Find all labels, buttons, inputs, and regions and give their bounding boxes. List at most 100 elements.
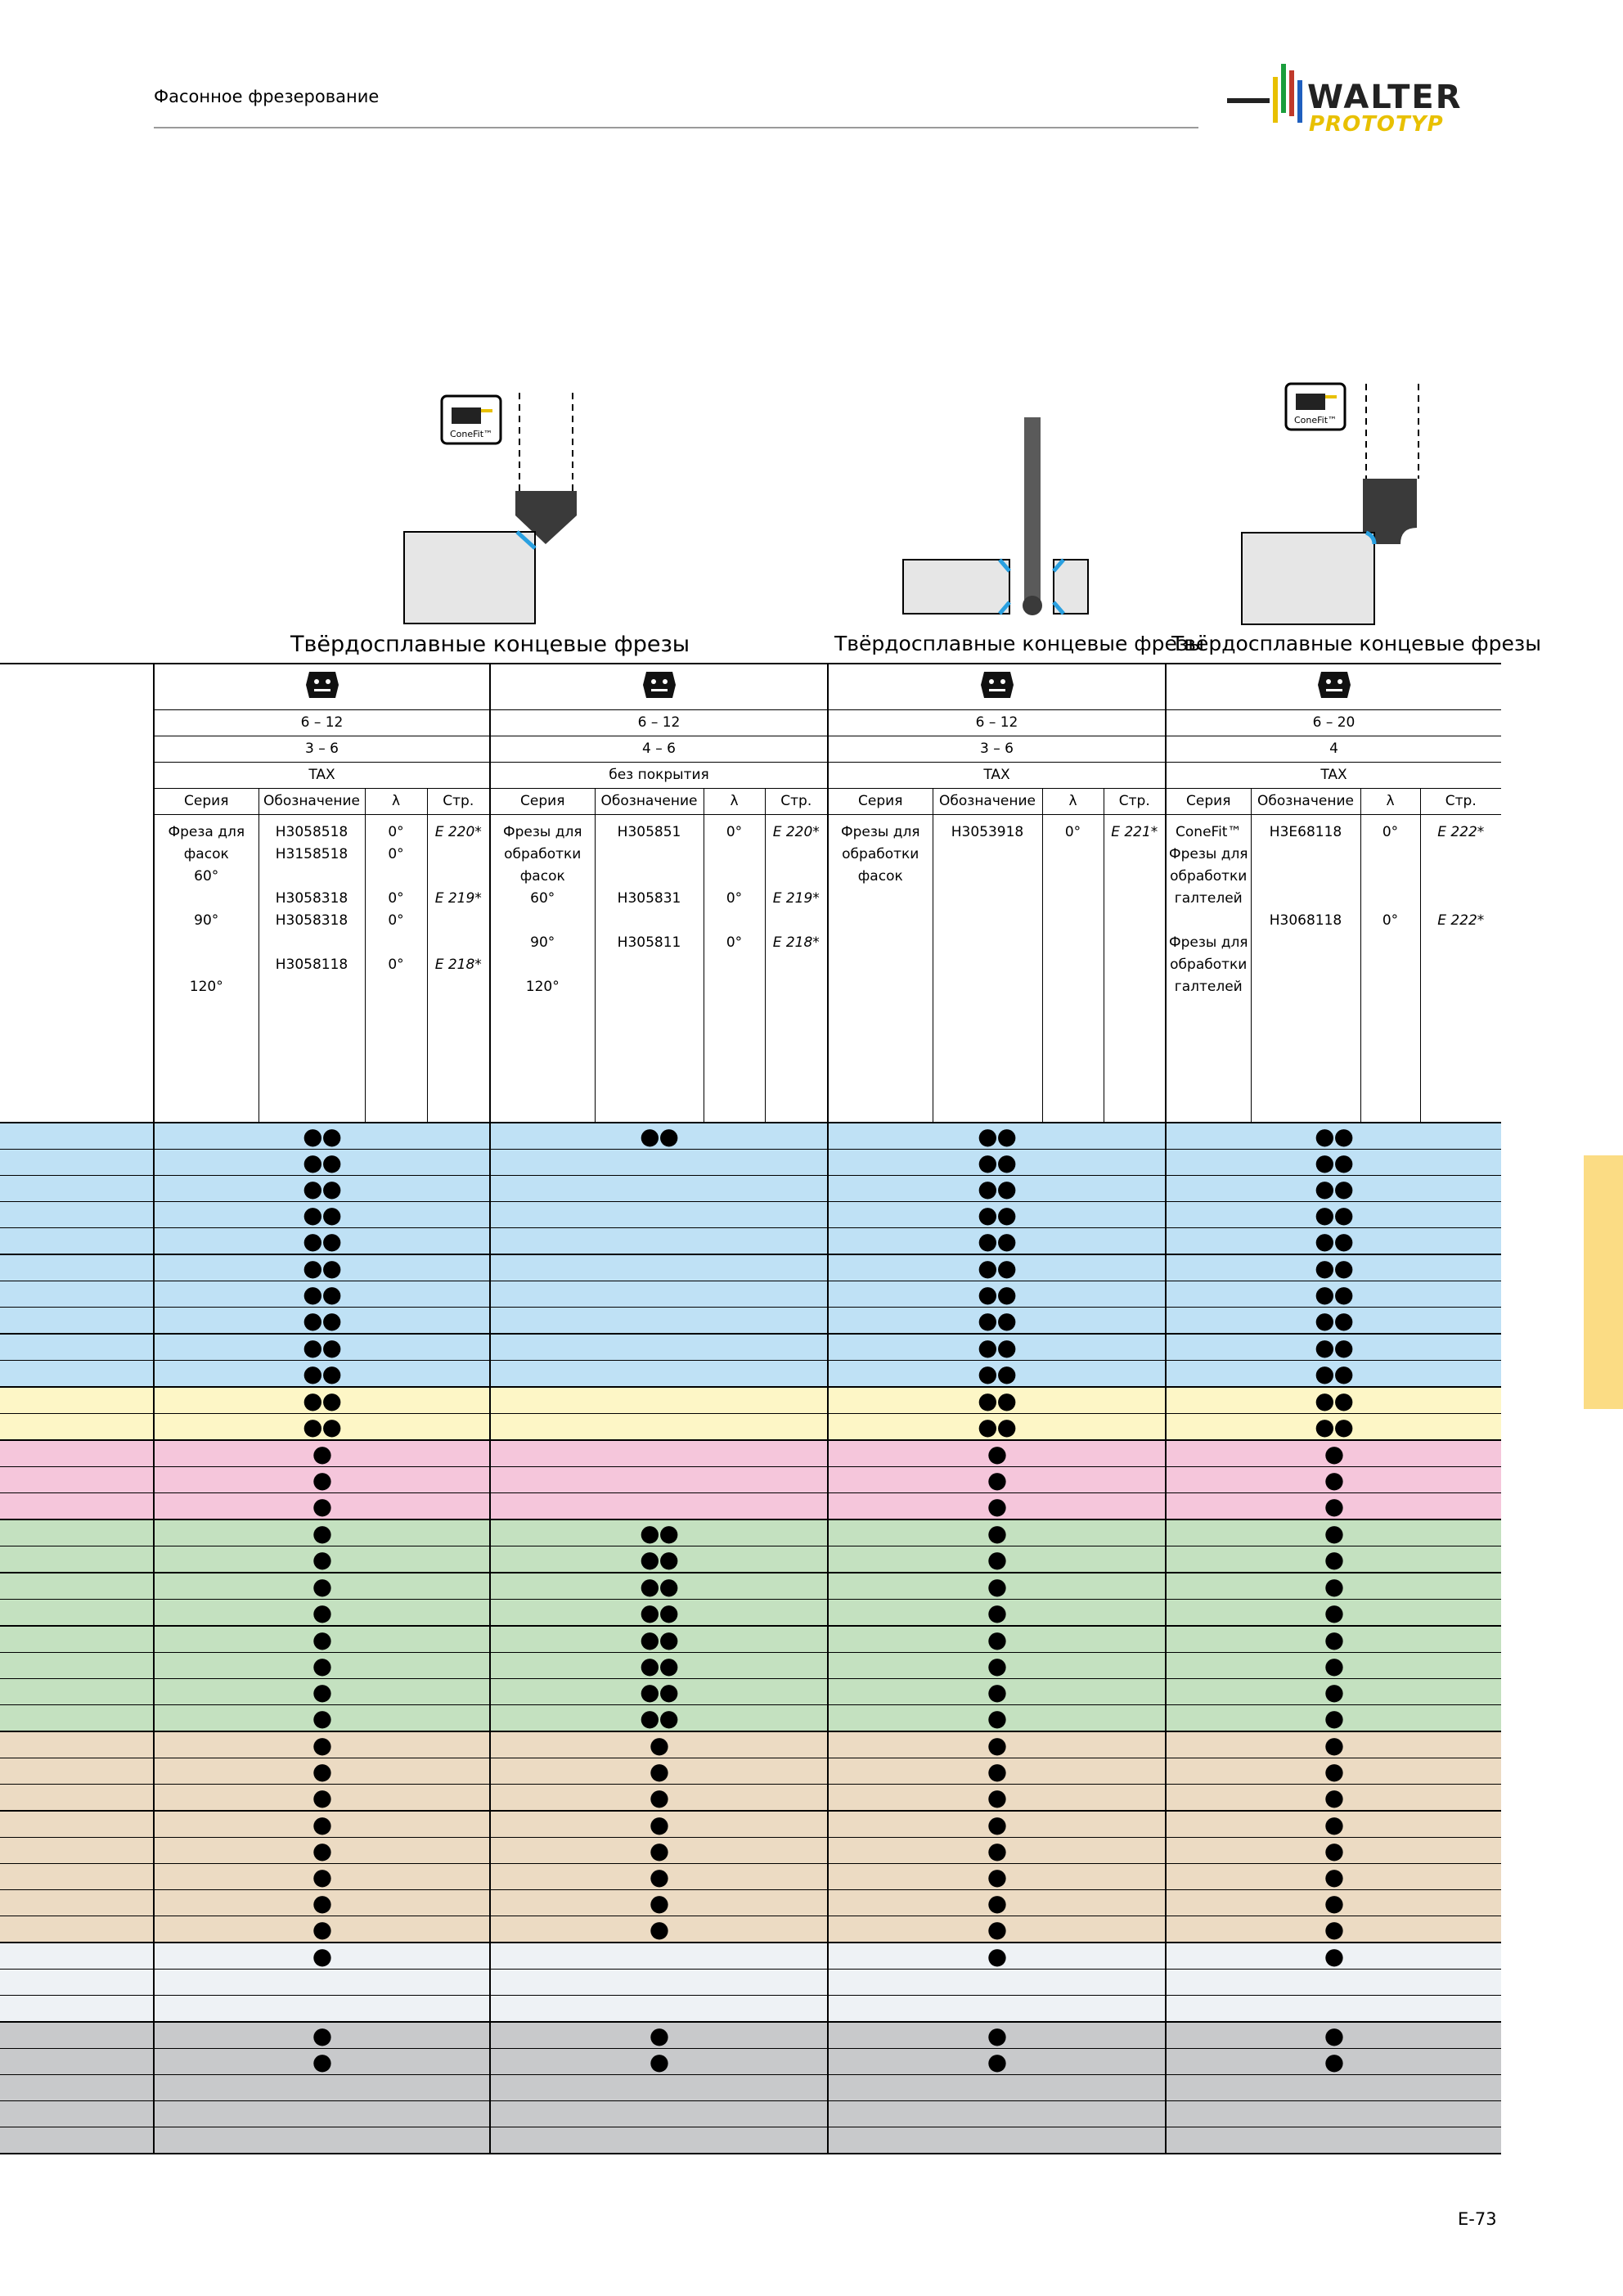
material-suitability-rows: ●●●●●●●●●●●●●●●●●●●●●●●●●●●●●●●●●●●●●●●●… — [0, 1122, 1501, 2154]
material-row-label — [0, 1360, 155, 1388]
material-row-label — [0, 1227, 155, 1255]
material-row: ●●●●● — [0, 1625, 1501, 1653]
coating-3: TAX — [828, 762, 1167, 789]
material-row-label — [0, 1731, 155, 1758]
suitability-mark: ● — [154, 1916, 491, 1943]
suitability-mark: ● — [490, 1863, 829, 1890]
suitability-mark: ● — [828, 1546, 1167, 1573]
suitability-mark: ●● — [154, 1413, 491, 1441]
tool-designation-4: H3E68118 H3068118 — [1251, 814, 1361, 1123]
suitability-mark: ● — [1166, 1810, 1501, 1838]
material-row: ●●● — [0, 1942, 1501, 1970]
suitability-mark: ● — [828, 1439, 1167, 1467]
suitability-mark — [828, 2127, 1167, 2154]
material-row-label — [0, 2021, 155, 2049]
suitability-mark — [1166, 1969, 1501, 1996]
corner-radius-mill-icon: ConeFit™ — [1241, 382, 1419, 625]
header-lambda: λ — [704, 788, 766, 815]
material-row: ●●●● — [0, 1758, 1501, 1785]
material-row-label — [0, 1333, 155, 1361]
suitability-mark — [828, 1995, 1167, 2023]
tool-series-1: Фреза для фасок 60° 90° 120° — [154, 814, 259, 1123]
suitability-mark — [1166, 1995, 1501, 2023]
teeth-count-3: 3 – 6 — [828, 736, 1167, 763]
column-title-2: Твёрдосплавные концевые фрезы — [834, 632, 1204, 655]
material-row-label — [0, 1307, 155, 1335]
suitability-mark: ● — [1166, 2048, 1501, 2075]
material-row: ●●●●●● — [0, 1227, 1501, 1255]
material-row: ●●●●●● — [0, 1149, 1501, 1176]
suitability-mark: ●● — [828, 1227, 1167, 1255]
suitability-mark: ●● — [828, 1307, 1167, 1335]
material-row — [0, 2100, 1501, 2127]
suitability-mark: ● — [154, 1625, 491, 1653]
suitability-mark: ●● — [1166, 1333, 1501, 1361]
suitability-mark: ● — [490, 1837, 829, 1864]
tool-selection-table: 6 – 12 6 – 12 6 – 12 6 – 20 3 – 6 4 – 6 … — [0, 663, 1501, 2154]
material-row: ●●●●●● — [0, 1333, 1501, 1361]
material-row-label — [0, 2074, 155, 2101]
suitability-mark: ●● — [828, 1175, 1167, 1202]
suitability-mark — [154, 2127, 491, 2154]
suitability-mark: ● — [1166, 1704, 1501, 1732]
suitability-mark: ● — [828, 1704, 1167, 1732]
header-page: Стр. — [1104, 788, 1167, 815]
suitability-mark: ● — [490, 1784, 829, 1812]
suitability-mark: ● — [828, 1466, 1167, 1493]
suitability-mark — [490, 2100, 829, 2127]
header-series: Серия — [1166, 788, 1252, 815]
suitability-mark — [490, 2074, 829, 2101]
suitability-mark — [828, 1969, 1167, 1996]
suitability-mark — [490, 1995, 829, 2023]
suitability-mark: ●● — [1166, 1360, 1501, 1388]
material-row: ●●●● — [0, 2021, 1501, 2049]
material-row-label — [0, 1784, 155, 1812]
suitability-mark: ● — [154, 1837, 491, 1864]
suitability-mark: ● — [154, 1546, 491, 1573]
material-row: ●●●● — [0, 1731, 1501, 1758]
suitability-mark — [828, 2074, 1167, 2101]
suitability-mark: ● — [828, 1810, 1167, 1838]
suitability-mark — [490, 1307, 829, 1335]
material-row-label — [0, 1863, 155, 1890]
suitability-mark: ● — [828, 1572, 1167, 1600]
suitability-mark — [490, 1466, 829, 1493]
suitability-mark — [154, 2074, 491, 2101]
suitability-mark: ● — [1166, 1889, 1501, 1916]
header-page: Стр. — [1420, 788, 1501, 815]
header-lambda: λ — [365, 788, 428, 815]
material-row: ●●●● — [0, 1863, 1501, 1890]
suitability-mark: ●● — [490, 1122, 829, 1150]
suitability-mark: ●● — [490, 1652, 829, 1679]
diameter-range-4: 6 – 20 — [1166, 709, 1501, 736]
material-row-label — [0, 1519, 155, 1546]
suitability-mark: ●● — [1166, 1413, 1501, 1441]
material-row: ●●● — [0, 1466, 1501, 1493]
suitability-mark: ●● — [154, 1307, 491, 1335]
suitability-mark — [828, 2100, 1167, 2127]
suitability-mark — [490, 1360, 829, 1388]
suitability-mark: ● — [154, 1758, 491, 1785]
suitability-mark: ● — [490, 1758, 829, 1785]
suitability-mark — [490, 1413, 829, 1441]
tool-page-ref-1: E 220* E 219* E 218* — [427, 814, 491, 1123]
material-row: ●●●● — [0, 1810, 1501, 1838]
suitability-mark: ● — [1166, 1599, 1501, 1627]
suitability-mark — [490, 1386, 829, 1414]
suitability-mark: ●● — [1166, 1281, 1501, 1308]
suitability-mark: ● — [1166, 1731, 1501, 1758]
material-row-label — [0, 1758, 155, 1785]
suitability-mark: ● — [1166, 1837, 1501, 1864]
material-row: ●●●●● — [0, 1519, 1501, 1546]
header-page: Стр. — [427, 788, 491, 815]
suitability-mark: ● — [490, 2048, 829, 2075]
material-row-label — [0, 1254, 155, 1281]
suitability-mark: ● — [1166, 1492, 1501, 1520]
material-row-label — [0, 1810, 155, 1838]
suitability-mark: ● — [154, 2048, 491, 2075]
suitability-mark: ● — [1166, 1546, 1501, 1573]
material-row-label — [0, 1175, 155, 1202]
header-page: Стр. — [765, 788, 829, 815]
material-row-label — [0, 1599, 155, 1627]
column-title-1: Твёрдосплавные концевые фрезы — [290, 632, 690, 657]
